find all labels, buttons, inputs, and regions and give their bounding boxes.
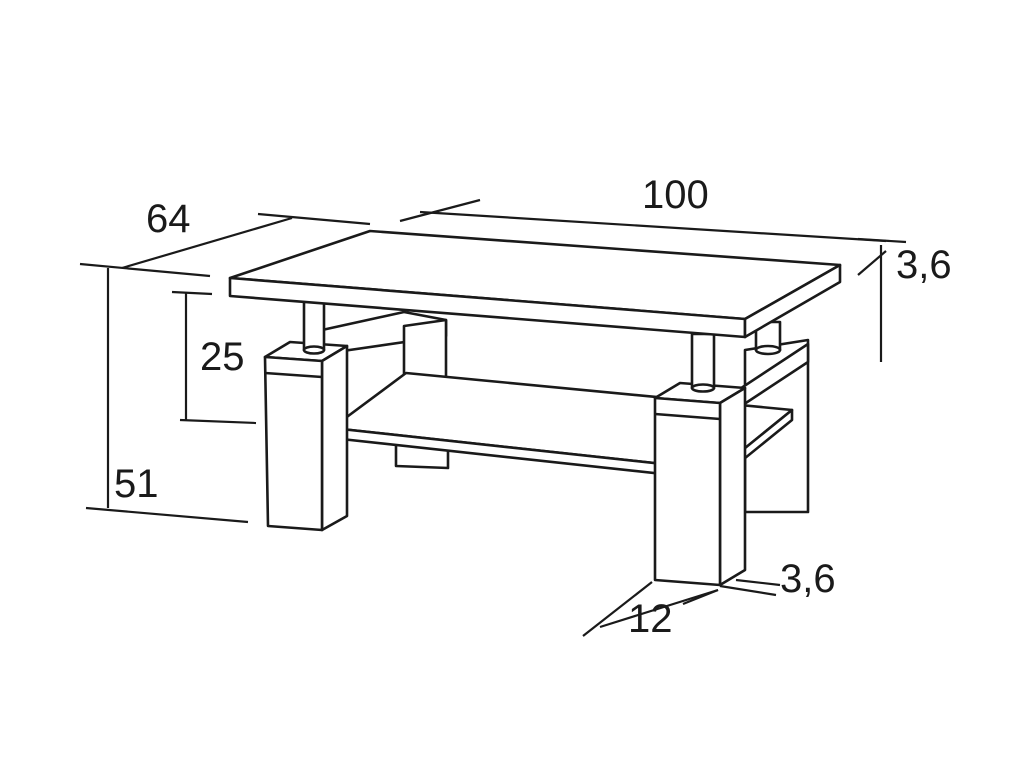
leg-front-face <box>263 355 324 532</box>
top-side-edge <box>743 263 842 339</box>
height-label: 51 <box>114 462 159 506</box>
leg-side-face <box>320 344 349 532</box>
dimension-lines <box>79 198 907 637</box>
dimension-labels: 64 100 3,6 51 25 12 3,6 <box>114 173 952 641</box>
leg-front-face <box>653 396 722 587</box>
table <box>228 229 842 587</box>
front-right-leg <box>653 381 747 587</box>
spacer-front-left <box>302 298 326 355</box>
leg-width-label: 12 <box>628 597 673 641</box>
width-label: 100 <box>642 173 709 217</box>
leg-thickness-label: 3,6 <box>780 557 836 601</box>
leg-side-face <box>718 386 747 587</box>
top-thickness-label: 3,6 <box>896 243 952 287</box>
spacer-back-right <box>754 320 782 356</box>
depth-label: 64 <box>146 197 191 241</box>
spacer-front-right <box>690 332 716 393</box>
shelf-clearance-label: 25 <box>200 335 245 379</box>
table-top <box>228 229 842 339</box>
front-left-leg <box>263 340 349 532</box>
